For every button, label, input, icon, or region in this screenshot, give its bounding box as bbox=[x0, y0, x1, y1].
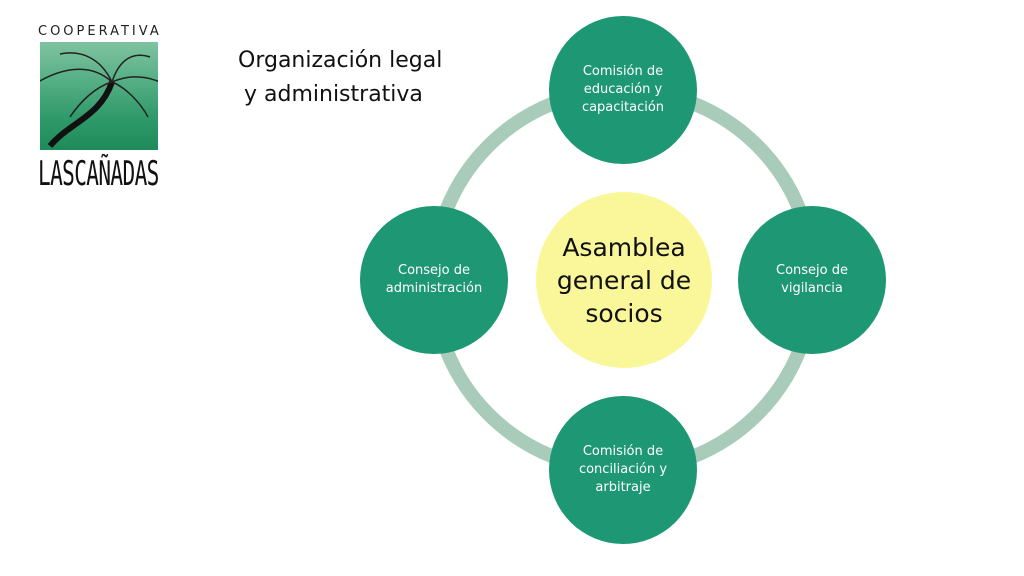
title-line-2: y administrativa bbox=[244, 82, 423, 107]
slide-title: Organización legal y administrativa bbox=[238, 44, 442, 112]
node-oversight-council: Consejo de vigilancia bbox=[738, 206, 886, 354]
node-education-commission: Comisión de educación y capacitación bbox=[549, 16, 697, 164]
logo-name: LASCAÑADAS bbox=[38, 154, 159, 194]
logo-top-text: COOPERATIVA bbox=[38, 24, 162, 39]
palm-tree-image bbox=[29, 42, 181, 150]
title-line-1: Organización legal bbox=[238, 48, 443, 73]
node-conciliation-commission: Comisión de conciliación y arbitraje bbox=[549, 396, 697, 544]
cooperative-logo: COOPERATIVA LASCAÑADAS bbox=[18, 20, 194, 202]
center-general-assembly: Asamblea general de socios bbox=[536, 192, 712, 368]
node-administration-council: Consejo de administración bbox=[360, 206, 508, 354]
